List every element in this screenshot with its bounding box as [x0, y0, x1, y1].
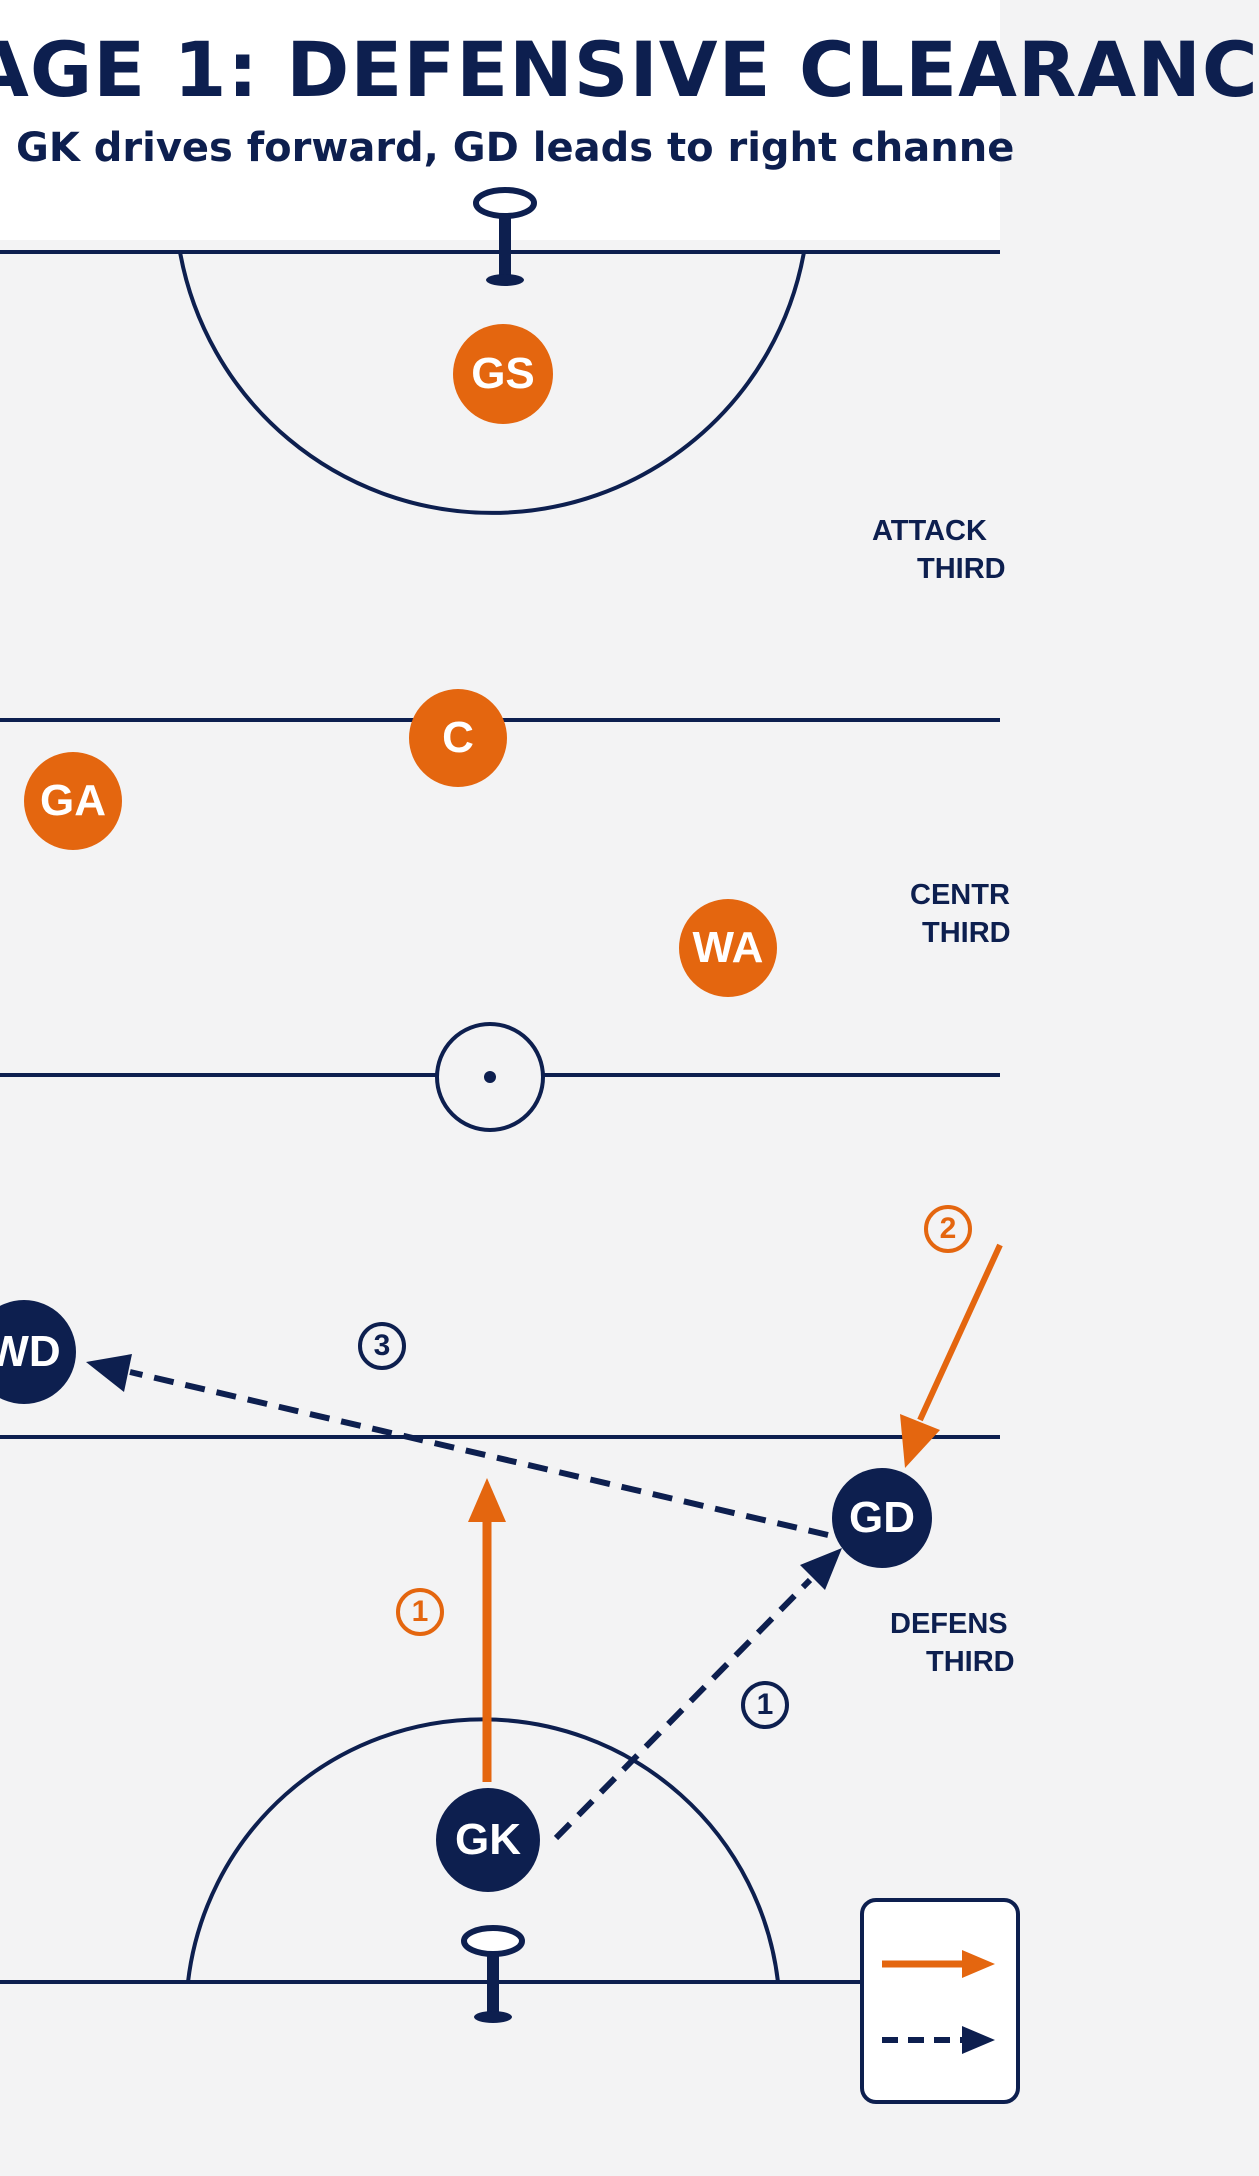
player-gs[interactable]: GS	[453, 324, 553, 424]
top-goal-post-icon	[473, 187, 537, 286]
gd-pass-arrow	[86, 1354, 829, 1538]
player-gk[interactable]: GK	[436, 1788, 540, 1892]
gk-pass-arrow	[553, 1548, 842, 1841]
player-gd[interactable]: GD	[832, 1468, 932, 1568]
step-marker-gk-pass: 1	[741, 1681, 789, 1729]
player-wa[interactable]: WA	[679, 899, 777, 997]
netball-court	[0, 187, 1003, 2054]
player-c[interactable]: C	[409, 689, 507, 787]
zone-label-defensive: DEFENS THIRD	[890, 1608, 1015, 1678]
step-marker-gk-run: 1	[396, 1588, 444, 1636]
centre-dot	[484, 1071, 496, 1083]
zone-label-attacking: ATTACK THIRD	[872, 515, 1006, 585]
gk-run-arrow	[468, 1478, 506, 1782]
player-ga[interactable]: GA	[24, 752, 122, 850]
gd-lead-arrow	[900, 1243, 1003, 1468]
page-subtitle: GK drives forward, GD leads to right cha…	[16, 125, 1015, 171]
page-title: AGE 1: DEFENSIVE CLEARANC	[0, 25, 1259, 114]
legend-box	[860, 1898, 1020, 2104]
zone-label-centre: CENTR THIRD	[910, 879, 1011, 949]
step-marker-gd-pass: 3	[358, 1322, 406, 1370]
step-marker-gd-lead: 2	[924, 1205, 972, 1253]
bottom-goal-post-icon	[461, 1925, 525, 2023]
top-shooting-circle	[178, 251, 806, 515]
